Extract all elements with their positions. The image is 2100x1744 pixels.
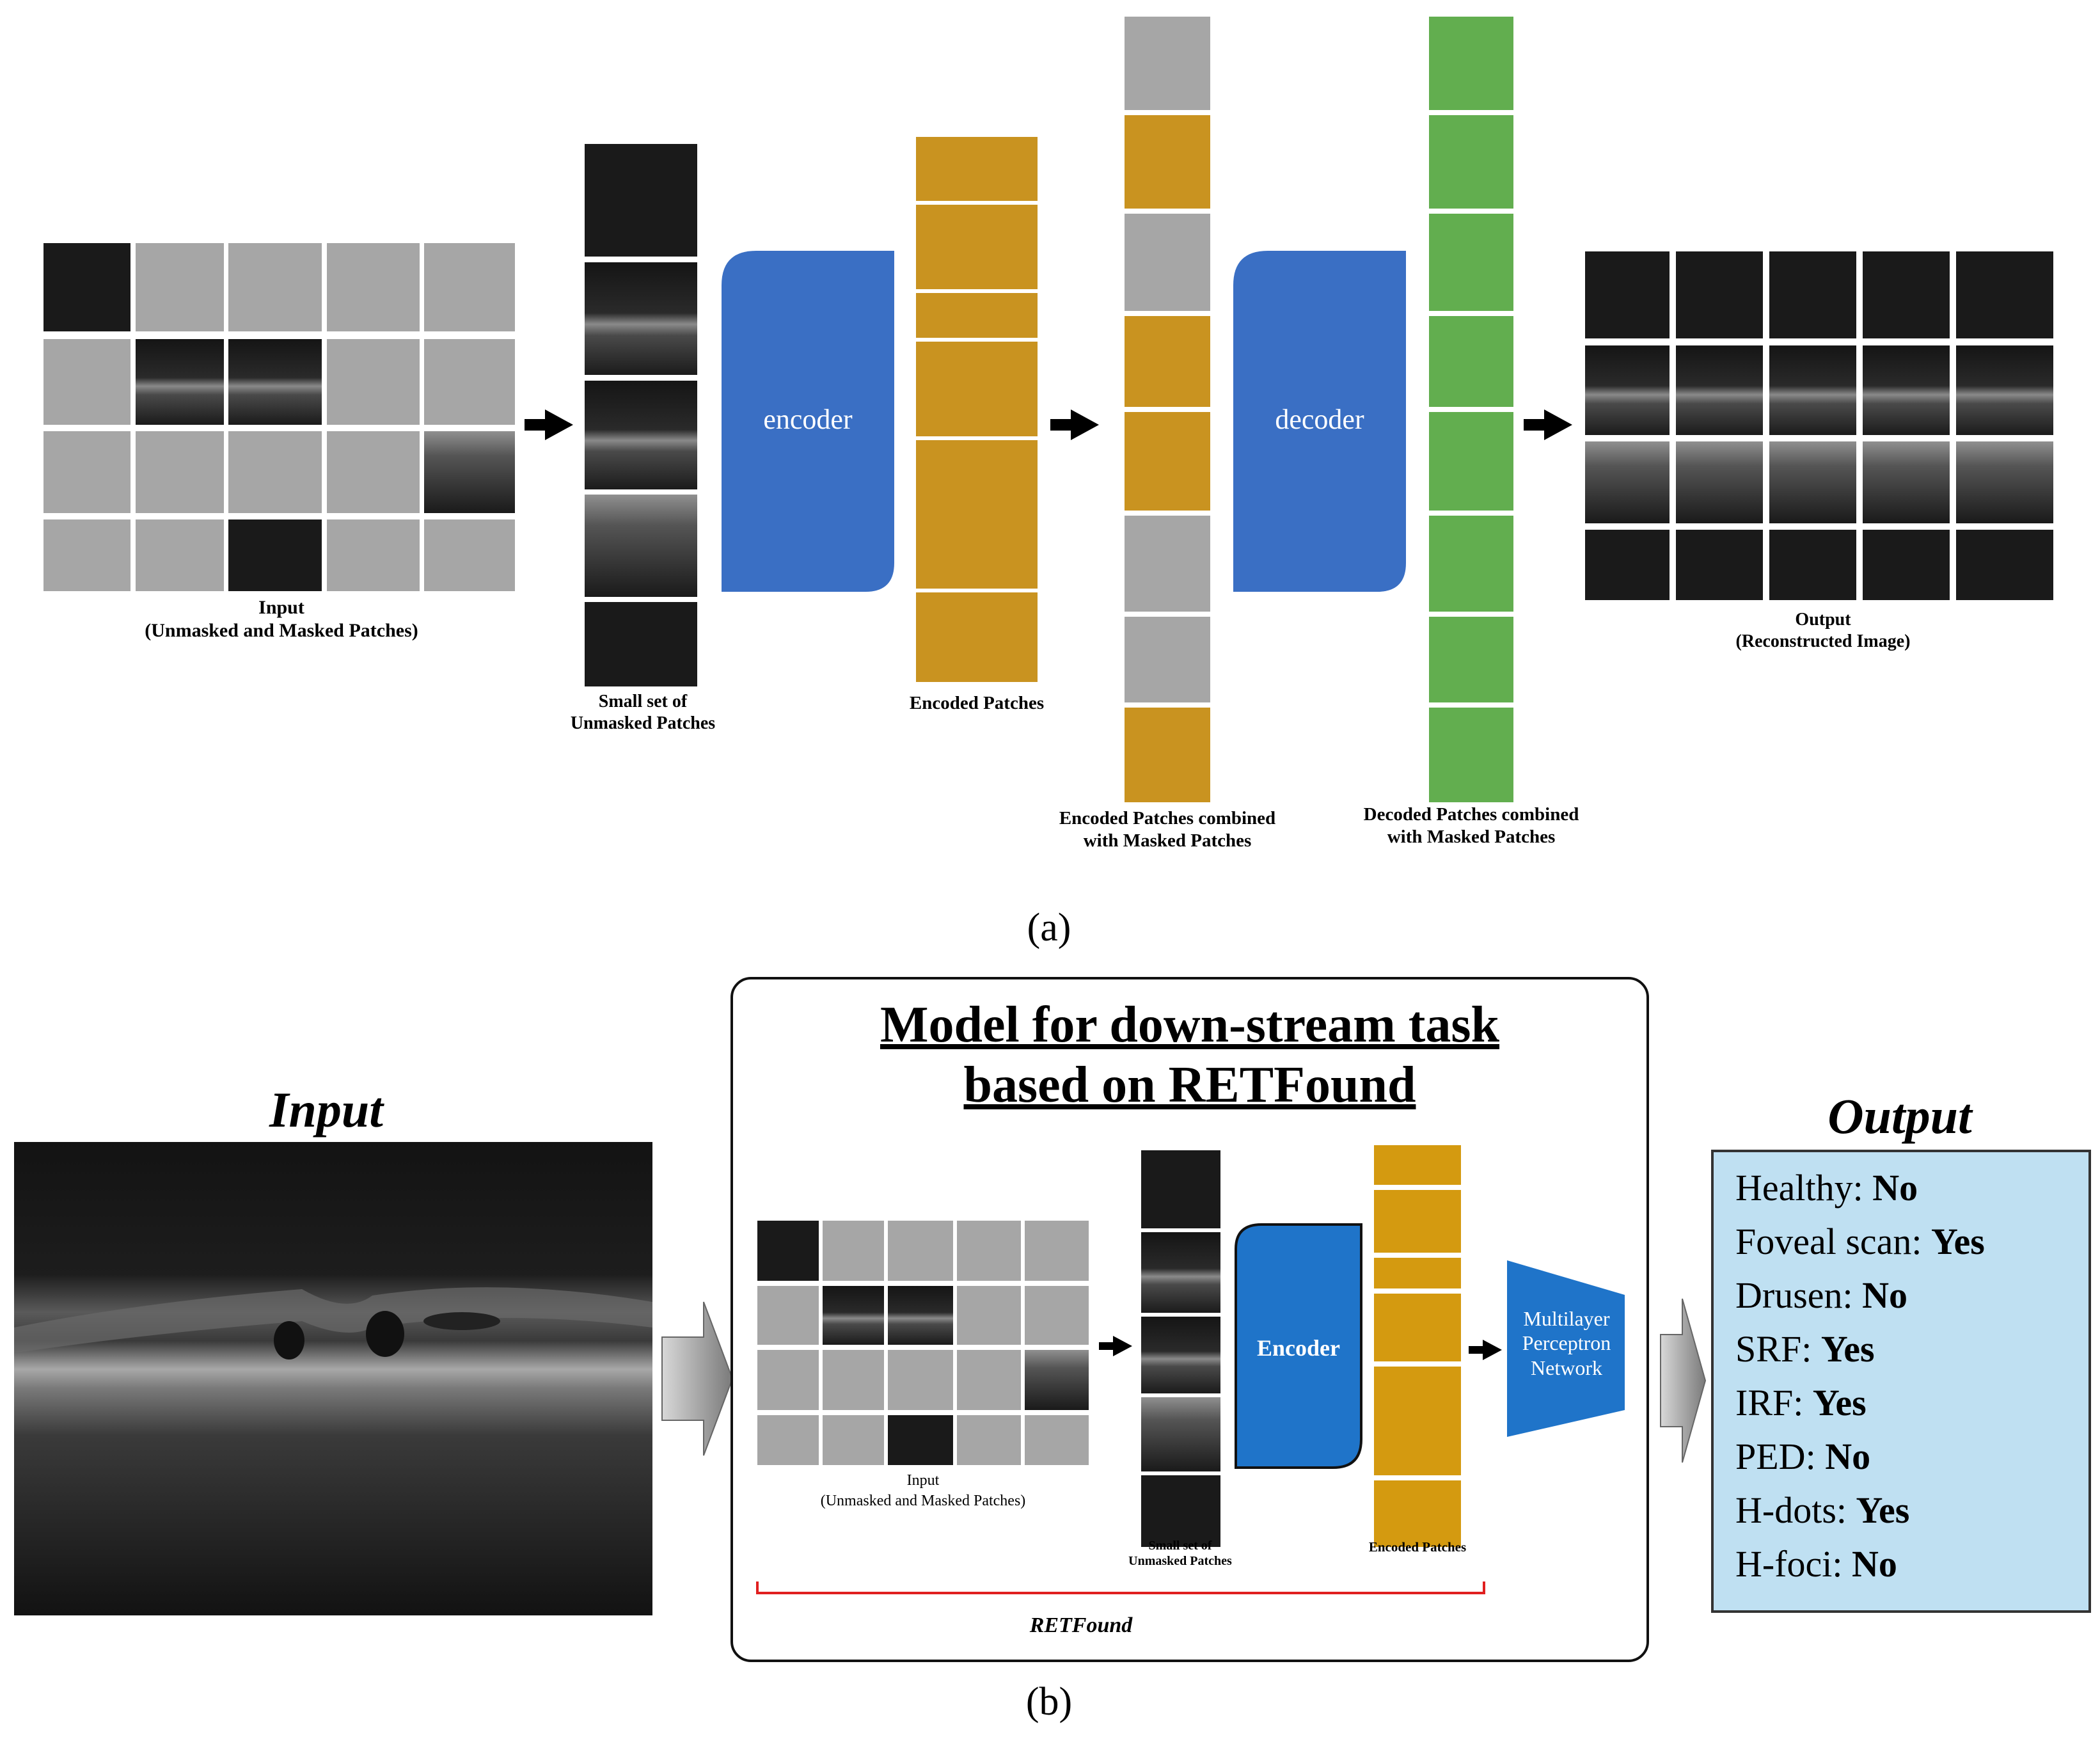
- arrow-icon: [1469, 1340, 1502, 1360]
- panel-a-graphics: [43, 17, 2053, 802]
- encoder-block: [722, 251, 894, 592]
- output-reconstructed-grid: [1585, 251, 2053, 600]
- combined-decoded-line2: with Masked Patches: [1387, 826, 1556, 847]
- mlp-label: Multilayer Perceptron Network: [1507, 1306, 1626, 1380]
- mlp-label-line3: Network: [1531, 1356, 1602, 1379]
- decoder-block: [1233, 251, 1406, 592]
- output-label-text: IRF:: [1735, 1382, 1804, 1423]
- output-box: Healthy: No Foveal scan: Yes Drusen: No …: [1711, 1150, 2091, 1613]
- gray-arrow-icon: [1660, 1298, 1707, 1463]
- inner-encoder-block: [1235, 1223, 1362, 1469]
- inner-small-set-label: Small set of Unmasked Patches: [1113, 1538, 1247, 1569]
- output-label-text: PED:: [1735, 1436, 1816, 1477]
- caption-a: (a): [1027, 906, 1071, 949]
- inner-encoded-label: Encoded Patches: [1368, 1539, 1467, 1555]
- model-title-line1: Model for down-stream task: [880, 997, 1500, 1053]
- combined-encoded-line2: with Masked Patches: [1083, 830, 1252, 851]
- arrow-icon: [1050, 409, 1099, 440]
- output-label-text: Healthy:: [1735, 1167, 1863, 1209]
- model-title: Model for down-stream task based on RETF…: [730, 995, 1649, 1116]
- small-set-line1: Small set of: [598, 692, 688, 711]
- encoded-patches-column: [916, 137, 1038, 682]
- combined-encoded-column: [1125, 17, 1210, 802]
- output-row-hfoci: H-foci: No: [1735, 1542, 1897, 1585]
- gray-arrow-icon: [661, 1301, 734, 1456]
- input-label-line1: Input: [258, 597, 304, 618]
- mlp-block: [1507, 1260, 1625, 1437]
- inner-small-line1: Small set of: [1148, 1539, 1212, 1553]
- encoded-patches-label: Encoded Patches: [909, 693, 1045, 713]
- inner-input-label: Input (Unmasked and Masked Patches): [757, 1470, 1089, 1512]
- input-label: Input (Unmasked and Masked Patches): [77, 596, 486, 642]
- arrow-icon: [1099, 1336, 1132, 1356]
- small-set-line2: Unmasked Patches: [570, 713, 716, 733]
- input-label-line2: (Unmasked and Masked Patches): [145, 620, 418, 641]
- decoder-label: decoder: [1275, 404, 1364, 435]
- small-set-label: Small set of Unmasked Patches: [550, 691, 736, 734]
- inner-encoded-column: [1374, 1145, 1461, 1547]
- input-oct-image: [14, 1142, 652, 1615]
- output-value: Yes: [1856, 1489, 1910, 1531]
- output-row-hdots: H-dots: Yes: [1735, 1489, 1909, 1532]
- output-value: No: [1852, 1543, 1897, 1585]
- output-label-text: Drusen:: [1735, 1274, 1853, 1316]
- output-value: No: [1825, 1436, 1871, 1477]
- inner-small-line2: Unmasked Patches: [1128, 1554, 1232, 1568]
- inner-encoder-label: Encoder: [1257, 1335, 1340, 1361]
- model-title-line2: based on RETFound: [963, 1057, 1416, 1114]
- output-row-foveal: Foveal scan: Yes: [1735, 1220, 1985, 1263]
- output-row-drusen: Drusen: No: [1735, 1274, 1907, 1317]
- input-patch-grid: [43, 243, 515, 591]
- arrow-icon: [525, 409, 573, 440]
- output-label-text: Foveal scan:: [1735, 1221, 1922, 1262]
- output-label-text: H-foci:: [1735, 1543, 1843, 1585]
- output-value: Yes: [1820, 1328, 1875, 1370]
- output-label-text: SRF:: [1735, 1328, 1812, 1370]
- output-row-irf: IRF: Yes: [1735, 1381, 1867, 1424]
- output-title: Output: [1828, 1088, 1972, 1144]
- combined-decoded-line1: Decoded Patches combined: [1363, 804, 1579, 825]
- caption-b: (b): [1025, 1680, 1073, 1724]
- input-title: Input: [269, 1082, 383, 1138]
- small-set-column: [585, 144, 697, 686]
- output-label: Output (Reconstructed Image): [1689, 609, 1957, 652]
- mlp-label-line2: Perceptron: [1522, 1331, 1611, 1355]
- inner-input-line2: (Unmasked and Masked Patches): [820, 1493, 1026, 1510]
- inner-input-line1: Input: [906, 1472, 940, 1489]
- arrow-icon: [1524, 409, 1572, 440]
- inner-small-set-column: [1141, 1150, 1220, 1547]
- combined-encoded-label: Encoded Patches combined with Masked Pat…: [1033, 807, 1302, 852]
- inner-input-grid: [757, 1221, 1089, 1465]
- output-label-text: H-dots:: [1735, 1489, 1847, 1531]
- mlp-label-line1: Multilayer: [1523, 1307, 1610, 1330]
- output-value: Yes: [1931, 1221, 1985, 1262]
- retfound-label: RETFound: [1029, 1613, 1133, 1637]
- output-value: Yes: [1812, 1382, 1867, 1423]
- output-value: No: [1872, 1167, 1918, 1209]
- encoder-label: encoder: [763, 404, 853, 435]
- decoded-patches-column: [1429, 17, 1513, 802]
- retfound-bracket: [756, 1581, 1485, 1594]
- combined-encoded-line1: Encoded Patches combined: [1059, 808, 1276, 828]
- output-label-line1: Output: [1795, 610, 1851, 630]
- output-row-healthy: Healthy: No: [1735, 1166, 1918, 1209]
- output-row-ped: PED: No: [1735, 1435, 1870, 1478]
- output-row-srf: SRF: Yes: [1735, 1328, 1875, 1370]
- combined-decoded-label: Decoded Patches combined with Masked Pat…: [1340, 804, 1602, 848]
- output-value: No: [1862, 1274, 1908, 1316]
- output-label-line2: (Reconstructed Image): [1735, 631, 1911, 651]
